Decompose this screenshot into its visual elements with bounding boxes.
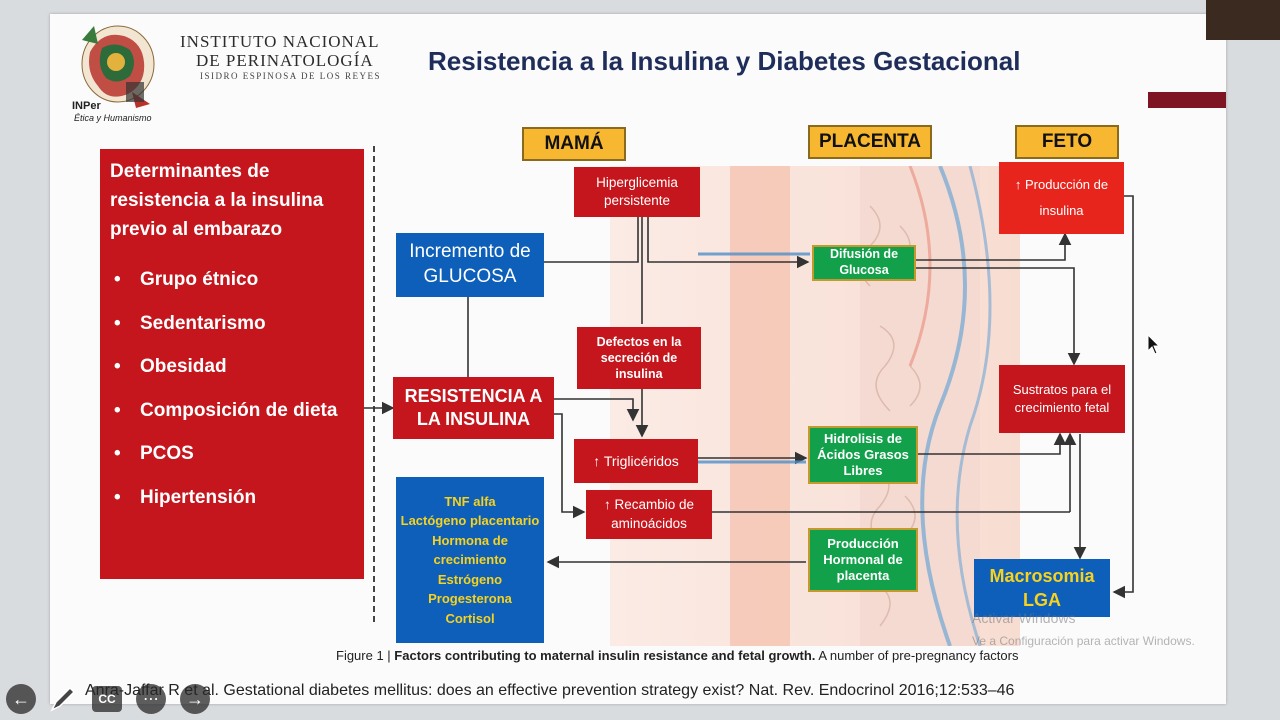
forward-button[interactable]: →	[180, 684, 210, 714]
box-defectos-secrecion: Defectos en la secreción de insulina	[577, 327, 701, 389]
box-sustratos: Sustratos para el crecimiento fetal	[999, 365, 1125, 433]
box-hiperglicemia: Hiperglicemia persistente	[574, 167, 700, 217]
box-macrosomia: Macrosomia LGA	[974, 559, 1110, 617]
hormone-item: Hormona de crecimiento	[432, 532, 508, 568]
caption-rest: A number of pre-pregnancy factors	[815, 648, 1019, 663]
arrow-left-icon: ←	[12, 688, 30, 709]
determinant-item: Grupo étnico	[110, 264, 354, 308]
institution-line3: ISIDRO ESPINOSA DE LOS REYES	[200, 71, 382, 81]
slide-title: Resistencia a la Insulina y Diabetes Ges…	[428, 46, 1021, 76]
determinant-item: Composición de dieta	[110, 395, 354, 439]
box-recambio-aminoacidos: ↑ Recambio de aminoácidos	[586, 490, 712, 539]
box-incremento-glucosa: Incremento de GLUCOSA	[396, 233, 544, 297]
inper-emblem-icon	[81, 25, 155, 108]
determinants-box: Determinantes de resistencia a la insuli…	[100, 149, 364, 579]
determinant-item: Hipertensión	[110, 482, 354, 526]
box-produccion-insulina: ↑ Producción de insulina	[999, 162, 1124, 234]
arrow-right-icon: →	[186, 688, 204, 709]
webcam-thumbnail	[1206, 0, 1280, 40]
header-placenta: PLACENTA	[808, 125, 932, 159]
institution-line2: DE PERINATOLOGÍA	[196, 51, 374, 70]
header-mama: MAMÁ	[522, 127, 626, 161]
determinant-item: Sedentarismo	[110, 308, 354, 352]
hormone-item: Estrógeno	[437, 571, 503, 587]
box-trigliceridos: ↑ Triglicéridos	[574, 439, 698, 483]
slide: INPer Ética y Humanismo INSTITUTO NACION…	[50, 14, 1226, 704]
accent-bar	[1148, 92, 1226, 108]
box-difusion-glucosa: Difusión de Glucosa	[812, 245, 916, 281]
determinants-list: Grupo étnico Sedentarismo Obesidad Compo…	[110, 264, 354, 525]
windows-activation-hint: Ve a Configuración para activar Windows.	[972, 634, 1195, 648]
logo-tagline: Ética y Humanismo	[74, 113, 152, 123]
more-icon: ⋯	[143, 691, 159, 708]
determinant-item: Obesidad	[110, 351, 354, 395]
institution-line1: INSTITUTO NACIONAL	[180, 32, 380, 51]
pencil-icon	[50, 686, 76, 712]
hormone-item: Progesterona	[428, 591, 512, 607]
back-button[interactable]: ←	[6, 684, 36, 714]
windows-activation-watermark: Activar Windows	[972, 610, 1076, 626]
hormone-item: Cortisol	[445, 610, 495, 626]
caption-bold: Factors contributing to maternal insulin…	[394, 648, 816, 663]
box-hidrolisis-acidos: Hidrolisis de Ácidos Grasos Libres	[808, 426, 918, 484]
caption-prefix: Figure 1 |	[336, 648, 395, 663]
box-resistencia-insulina: RESISTENCIA A LA INSULINA	[393, 377, 554, 439]
section-divider	[373, 146, 375, 622]
reference-text: Anra-Jaffar R et al. Gestational diabete…	[85, 682, 1015, 699]
determinant-item: PCOS	[110, 438, 354, 482]
determinants-title: Determinantes de resistencia a la insuli…	[110, 161, 324, 240]
header-feto: FETO	[1015, 125, 1119, 159]
hormone-item: TNF alfa	[444, 493, 496, 509]
mouse-cursor-icon	[1147, 334, 1161, 355]
cc-icon: CC	[98, 692, 116, 706]
box-produccion-hormonal: Producción Hormonal de placenta	[808, 528, 918, 592]
box-hormonas-list: TNF alfa Lactógeno placentario Hormona d…	[396, 477, 544, 643]
pen-button[interactable]	[46, 682, 80, 716]
connector-arrows	[364, 195, 1134, 599]
captions-button[interactable]: CC	[92, 686, 122, 712]
logo-inper-text: INPer	[72, 100, 101, 112]
figure-caption: Figure 1 | Factors contributing to mater…	[336, 648, 1018, 663]
hormone-item: Lactógeno placentario	[400, 513, 540, 529]
more-options-button[interactable]: ⋯	[136, 684, 166, 714]
